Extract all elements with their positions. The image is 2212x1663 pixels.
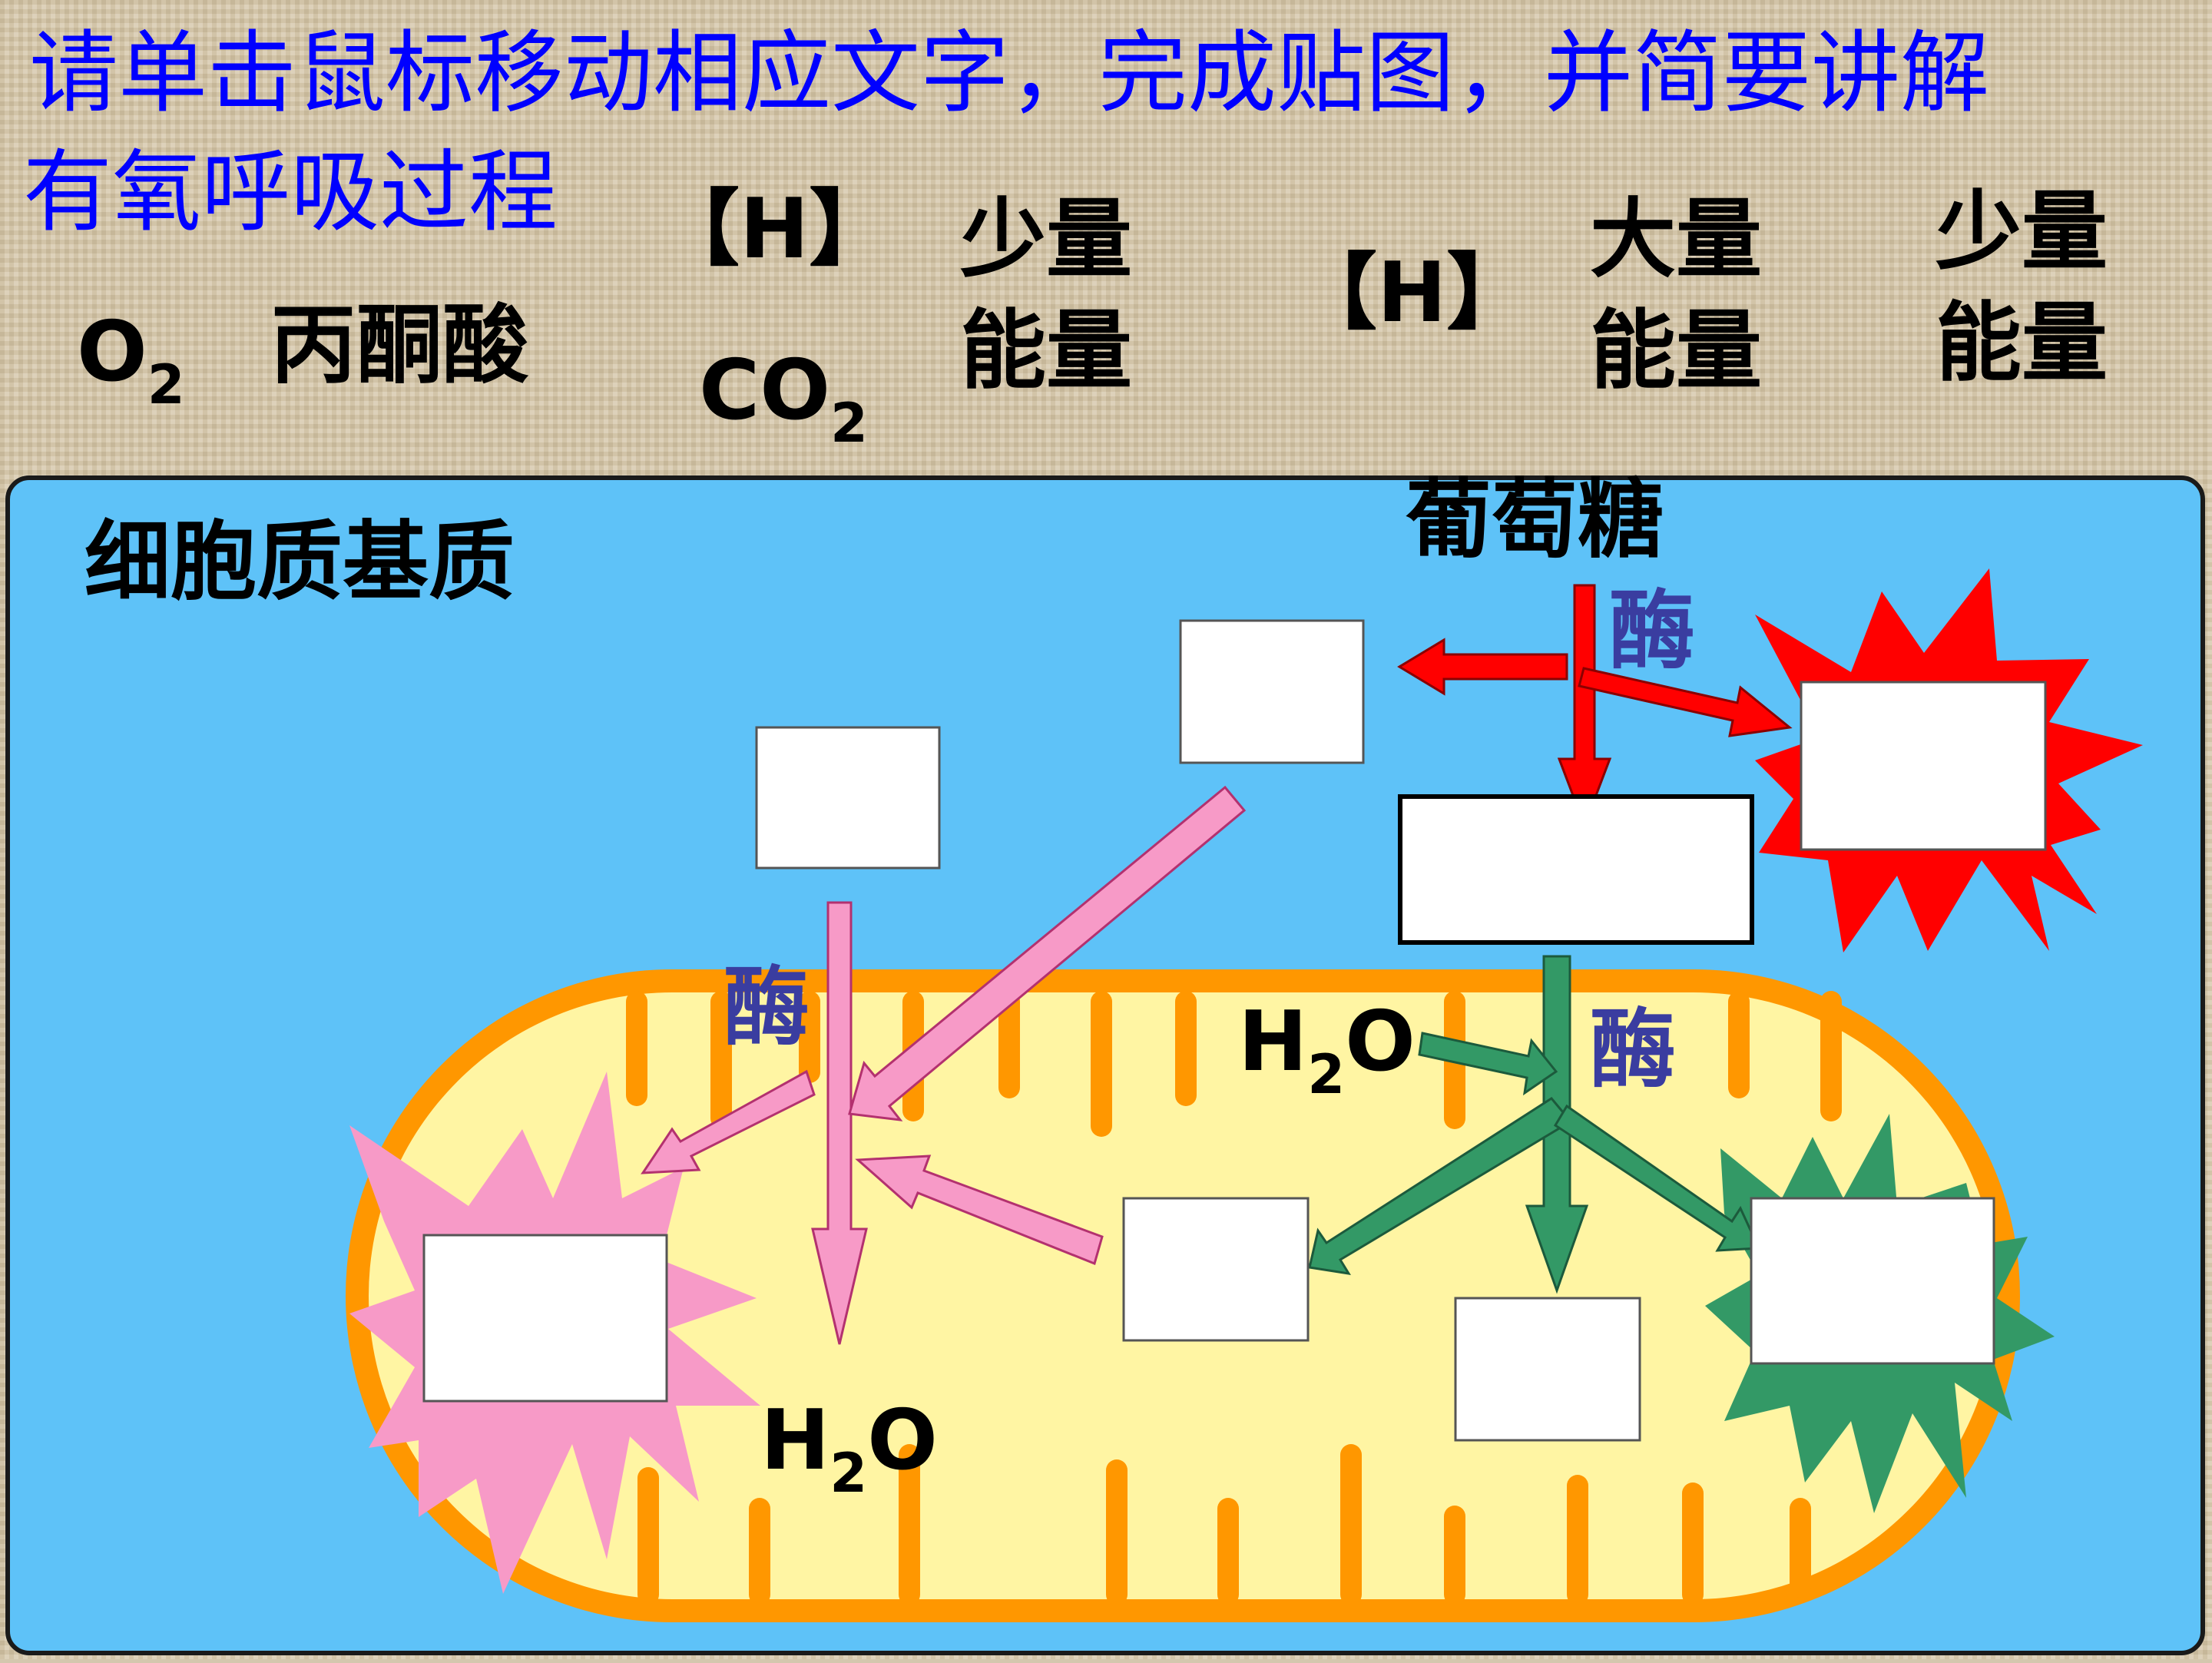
label-co2[interactable]: CO2 — [699, 343, 868, 455]
answer-box-green-starburst[interactable] — [1750, 1197, 1995, 1365]
h2o-output-label: H2O — [760, 1393, 938, 1505]
enzyme-label-green: 酶 — [1590, 1000, 1676, 1100]
cytoplasm-label: 细胞质基质 — [84, 512, 515, 612]
arrow-pink-from-box — [855, 1154, 1104, 1266]
pink-arrows — [641, 785, 1247, 1345]
answer-box-pink-starburst[interactable] — [422, 1234, 668, 1403]
answer-box-matrix-right[interactable] — [1454, 1297, 1641, 1442]
arrow-glucose-left — [1397, 638, 1568, 696]
h2o-input-label: H2O — [1238, 994, 1416, 1106]
arrow-green-h2o-in — [1418, 1032, 1558, 1096]
label-tray: O2 丙酮酸 【H】 CO2 少量 能量 【H】 大量 能量 少量 能量 — [77, 181, 2108, 455]
answer-box-red-starburst[interactable] — [1800, 681, 2047, 851]
label-o2[interactable]: O2 — [77, 304, 185, 416]
cristae-bottom — [637, 1444, 1811, 1605]
label-h-bracket-1[interactable]: 【H】 — [657, 181, 892, 277]
enzyme-label-pink: 酶 — [724, 958, 810, 1058]
arrow-pink-diagonal — [848, 785, 1247, 1121]
label-small-energy-2-top[interactable]: 少量 — [1936, 182, 2108, 282]
answer-box-top-center[interactable] — [1179, 619, 1365, 764]
arrow-green-right — [1553, 1104, 1761, 1252]
label-h-bracket-2[interactable]: 【H】 — [1294, 245, 1529, 341]
label-pyruvate[interactable]: 丙酮酸 — [270, 296, 529, 396]
red-arrows — [1397, 584, 1793, 830]
arrow-pink-down — [811, 901, 868, 1345]
label-large-energy-bottom[interactable]: 能量 — [1590, 301, 1762, 401]
label-large-energy-top[interactable]: 大量 — [1590, 190, 1762, 290]
answer-box-glycolysis-product[interactable] — [1398, 794, 1754, 945]
arrow-glucose-right — [1578, 667, 1793, 737]
arrow-green-left — [1308, 1097, 1573, 1275]
answer-box-left-upper[interactable] — [755, 726, 941, 870]
green-arrows — [1308, 955, 1761, 1294]
instruction-line-2: 有氧呼吸过程 — [23, 141, 558, 244]
instruction-line-1: 请单击鼠标移动相应文字，完成贴图，并简要讲解 — [29, 22, 1989, 125]
label-small-energy-1-top[interactable]: 少量 — [960, 190, 1132, 290]
label-small-energy-1-bottom[interactable]: 能量 — [960, 301, 1132, 401]
label-small-energy-2-bottom[interactable]: 能量 — [1936, 293, 2108, 393]
answer-boxes — [422, 619, 2047, 1442]
enzyme-label-red: 酶 — [1609, 581, 1695, 681]
glucose-label: 葡萄糖 — [1406, 470, 1664, 570]
arrow-glucose-down — [1557, 584, 1612, 830]
answer-box-matrix-center[interactable] — [1122, 1197, 1310, 1342]
arrow-pink-left-starburst — [641, 1069, 816, 1174]
